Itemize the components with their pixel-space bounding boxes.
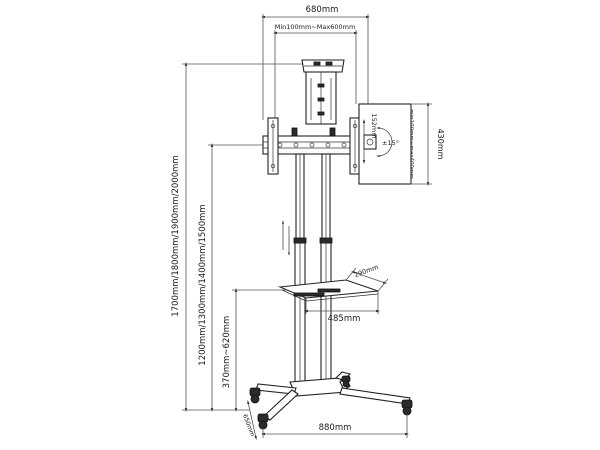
pole-height-dimension: 1200mm/1300mm/1400mm/1500mm [198,143,268,412]
vesa-horizontal-dimension: Min100mm~Max600mm [273,23,358,118]
height-adjust-arrow-icon [281,220,291,256]
mount-width-label: 680mm [306,5,339,15]
tilt-label: ±15° [382,139,399,147]
base [249,371,413,430]
top-plate [301,59,345,73]
mount-height-label: 430mm [436,129,445,160]
shelf-width-dimension: 485mm [304,294,380,324]
shelf-height-label: 370mm~620mm [222,316,232,389]
bracket-offset-label: 152mm [370,113,378,138]
mount-height-dimension: 430mm [412,102,445,186]
shelf [277,279,379,302]
base-width-dimension: 880mm [261,414,409,438]
base-width-label: 880mm [319,423,352,433]
vesa-horizontal-label: Min100mm~Max600mm [275,23,356,31]
tv-mount-bracket [262,117,364,175]
side-view-mount: ±15° 152mm [358,103,412,185]
mount-width-dimension: 680mm [261,5,370,120]
pole-height-label: 1200mm/1300mm/1400mm/1500mm [198,204,208,365]
shelf-height-dimension: 370mm~620mm [222,288,288,412]
upper-column [305,71,337,125]
total-height-label: 1700mm/1800mm/1900mm/2000mm [171,155,181,316]
shelf-width-label: 485mm [328,314,361,324]
total-height-dimension: 1700mm/1800mm/1900mm/2000mm [171,62,305,412]
base-depth-dimension: 650mm [241,400,257,440]
main-poles [293,153,333,387]
